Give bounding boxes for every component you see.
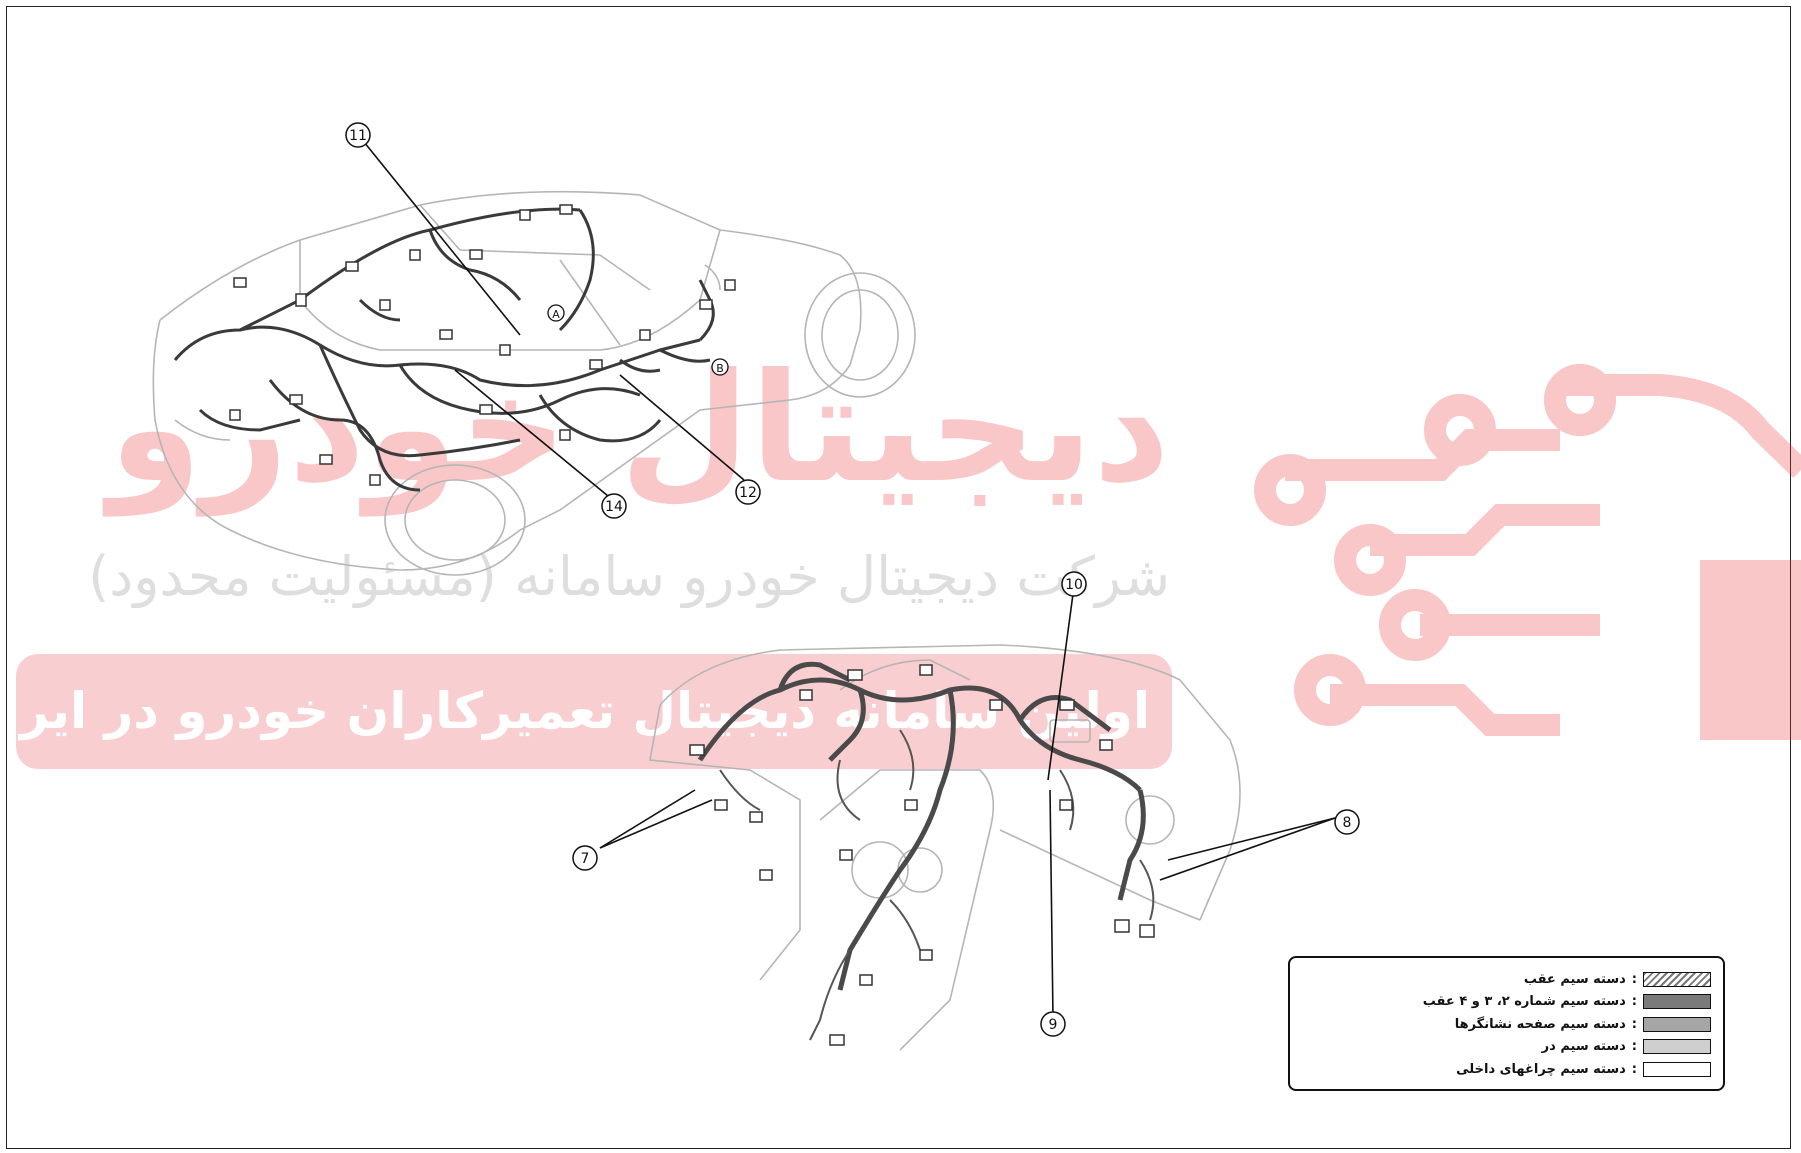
callout-leaders <box>359 136 1336 1019</box>
legend-label: دسته سیم شماره ۲، ۳ و ۴ عقب <box>1422 994 1626 1010</box>
legend-colon: : <box>1631 1061 1637 1077</box>
legend-item-interior-lamp-harness: دسته سیم چراغهای داخلی : <box>1302 1058 1711 1081</box>
legend-colon: : <box>1631 1016 1637 1032</box>
legend-label: دسته سیم صفحه نشانگرها <box>1454 1016 1626 1032</box>
callout-12: 12 <box>735 479 761 505</box>
watermark-brand: دیجیتال خودرو <box>102 342 1170 517</box>
car-body-outline <box>152 190 916 576</box>
watermark-logo <box>1254 364 1801 740</box>
svg-text:10: 10 <box>1065 577 1083 593</box>
legend-colon: : <box>1631 971 1637 987</box>
legend-item-instrument-panel-harness: دسته سیم صفحه نشانگرها : <box>1302 1013 1711 1036</box>
dashboard-wiring-harness <box>697 661 1146 991</box>
svg-text:9: 9 <box>1049 1017 1058 1033</box>
legend-label: دسته سیم در <box>1541 1039 1626 1055</box>
legend-swatch-white <box>1643 1061 1711 1077</box>
watermark: دیجیتال خودرو شرکت دیجیتال خودرو سامانه … <box>0 342 1801 769</box>
callout-9: 9 <box>1040 1011 1066 1037</box>
legend-colon: : <box>1631 1039 1637 1055</box>
legend: دسته سیم عقب : دسته سیم شماره ۲، ۳ و ۴ ع… <box>1288 956 1725 1091</box>
svg-text:7: 7 <box>581 851 590 867</box>
connector-mark-B: B <box>711 358 729 376</box>
legend-swatch-light <box>1643 1039 1711 1055</box>
svg-text:11: 11 <box>349 128 367 144</box>
legend-item-rear-harness: دسته سیم عقب : <box>1302 968 1711 991</box>
connector-mark-A: A <box>547 304 565 322</box>
legend-swatch-medium <box>1643 1016 1711 1032</box>
legend-label: دسته سیم عقب <box>1523 971 1626 987</box>
svg-text:B: B <box>716 362 724 375</box>
svg-text:12: 12 <box>739 485 757 501</box>
watermark-company: شرکت دیجیتال خودرو سامانه (مسئولیت محدود… <box>88 545 1170 608</box>
callout-7: 7 <box>572 845 598 871</box>
car-wiring-harness <box>173 207 715 492</box>
callout-8: 8 <box>1334 809 1360 835</box>
legend-swatch-dark <box>1643 994 1711 1010</box>
legend-colon: : <box>1631 994 1637 1010</box>
svg-text:A: A <box>552 308 560 321</box>
legend-label: دسته سیم چراغهای داخلی <box>1456 1061 1626 1077</box>
legend-item-rear-harness-234: دسته سیم شماره ۲، ۳ و ۴ عقب : <box>1302 991 1711 1014</box>
legend-swatch-hatched <box>1643 971 1711 987</box>
dashboard-harness-connectors <box>689 664 1155 1046</box>
callout-11: 11 <box>345 122 371 148</box>
callout-10: 10 <box>1061 571 1087 597</box>
watermark-banner <box>16 654 1172 769</box>
legend-item-door-harness: دسته سیم در : <box>1302 1036 1711 1059</box>
svg-text:14: 14 <box>605 499 623 515</box>
watermark-tagline: اولین سامانه دیجیتال تعمیرکاران خودرو در… <box>0 682 1150 741</box>
svg-text:8: 8 <box>1343 815 1352 831</box>
callout-14: 14 <box>601 493 627 519</box>
car-harness-connectors <box>229 204 736 486</box>
